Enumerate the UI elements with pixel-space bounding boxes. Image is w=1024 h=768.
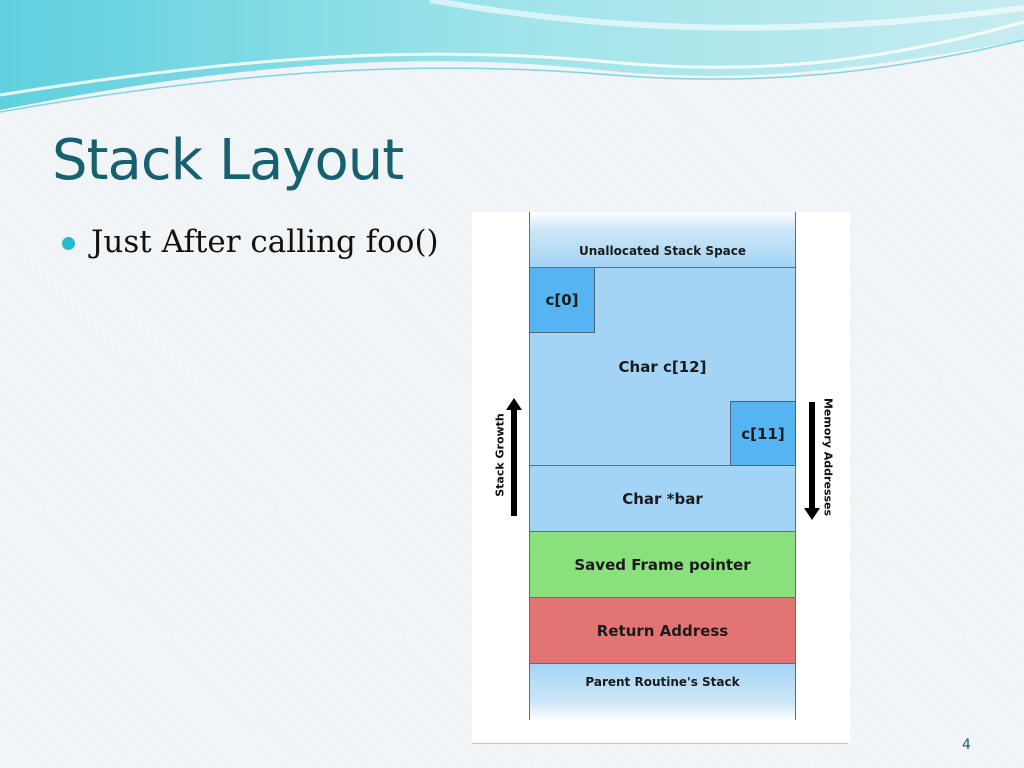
bullet-text: Just After calling foo() <box>91 224 439 260</box>
stack-row-label: Parent Routine's Stack <box>585 675 740 689</box>
stack-row-saved-frame-pointer: Saved Frame pointer <box>529 532 796 598</box>
slide-title: Stack Layout <box>52 128 404 193</box>
bullet-dot-icon <box>62 236 75 250</box>
footer-divider <box>472 743 848 744</box>
stack-row-label: Saved Frame pointer <box>574 555 751 574</box>
page-number: 4 <box>962 737 971 753</box>
stack-row-parent-routine: Parent Routine's Stack <box>529 664 796 720</box>
stack-row-unallocated: Unallocated Stack Space <box>529 212 796 268</box>
stack-row-label: Char c[12] <box>618 357 707 376</box>
stack-row-label: Return Address <box>596 621 729 640</box>
stack-row-char-array: c[0] Char c[12] c[11] <box>529 268 796 466</box>
stack-row-return-address: Return Address <box>529 598 796 664</box>
stack-row-label: Char *bar <box>622 489 703 508</box>
stack-row-label: Unallocated Stack Space <box>578 244 747 258</box>
array-cell-first: c[0] <box>529 268 595 333</box>
cell-label: c[0] <box>545 291 579 309</box>
memory-addresses-arrow-icon <box>804 402 820 520</box>
memory-addresses-label: Memory Addresses <box>821 397 835 517</box>
stack-growth-arrow-icon <box>506 398 522 516</box>
array-cell-last: c[11] <box>730 401 796 466</box>
stack-growth-label: Stack Growth <box>493 413 507 497</box>
header-wave-decoration <box>0 0 1024 113</box>
cell-label: c[11] <box>741 424 785 443</box>
stack-row-char-bar: Char *bar <box>529 466 796 532</box>
stack-diagram: Unallocated Stack Space c[0] Char c[12] … <box>529 212 796 720</box>
bullet-item: Just After calling foo() <box>62 224 439 260</box>
